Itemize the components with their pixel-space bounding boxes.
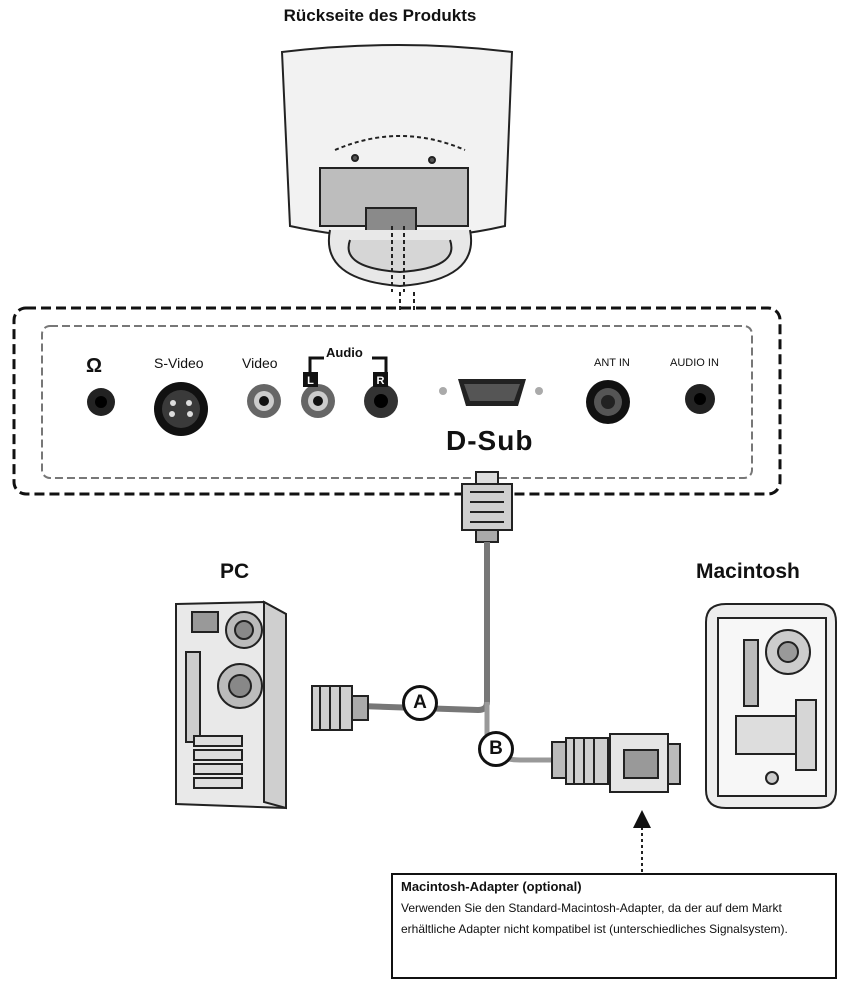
headphone-icon: Ω — [86, 355, 103, 377]
ant-in-port — [586, 380, 630, 424]
audio-right-port — [364, 384, 398, 418]
video-label: Video — [242, 355, 278, 371]
dsub-plug-pc — [311, 685, 369, 731]
cable-b-badge: B — [478, 731, 514, 767]
macintosh-computer — [705, 603, 837, 809]
monitor-rear — [280, 44, 514, 292]
audio-left-port — [301, 384, 335, 418]
audio-label: Audio — [326, 345, 363, 360]
svideo-label: S-Video — [154, 355, 204, 371]
mac-adapter — [609, 733, 681, 793]
svideo-port — [154, 382, 208, 436]
pc-tower — [175, 600, 287, 810]
adapter-note: Macintosh-Adapter (optional) Verwenden S… — [391, 873, 837, 979]
pc-label: PC — [220, 560, 250, 583]
audio-in-label: AUDIO IN — [670, 357, 719, 369]
macintosh-label: Macintosh — [696, 560, 800, 583]
page-title: Rückseite des Produkts — [283, 6, 477, 25]
dsub-port — [439, 379, 543, 406]
audio-lr-tags: L R — [303, 372, 388, 387]
port-panel-outer — [12, 306, 782, 496]
ant-in-label: ANT IN — [594, 357, 630, 369]
dsub-plug-mac — [551, 737, 609, 785]
note-text: Verwenden Sie den Standard-Macintosh-Ada… — [401, 901, 788, 936]
dsub-label: D-Sub — [446, 425, 534, 456]
video-port — [247, 384, 281, 418]
port-panel-inner — [41, 325, 753, 479]
dsub-plug-monitor — [461, 471, 513, 543]
note-title: Macintosh-Adapter (optional) — [401, 879, 582, 894]
audio-right-tag: R — [377, 375, 385, 387]
pointer-arrowhead — [633, 810, 651, 828]
audio-in-port — [685, 384, 715, 414]
headphone-jack — [87, 388, 115, 416]
audio-bracket — [308, 356, 388, 372]
cable-a-badge: A — [402, 685, 438, 721]
audio-left-tag: L — [307, 375, 314, 387]
